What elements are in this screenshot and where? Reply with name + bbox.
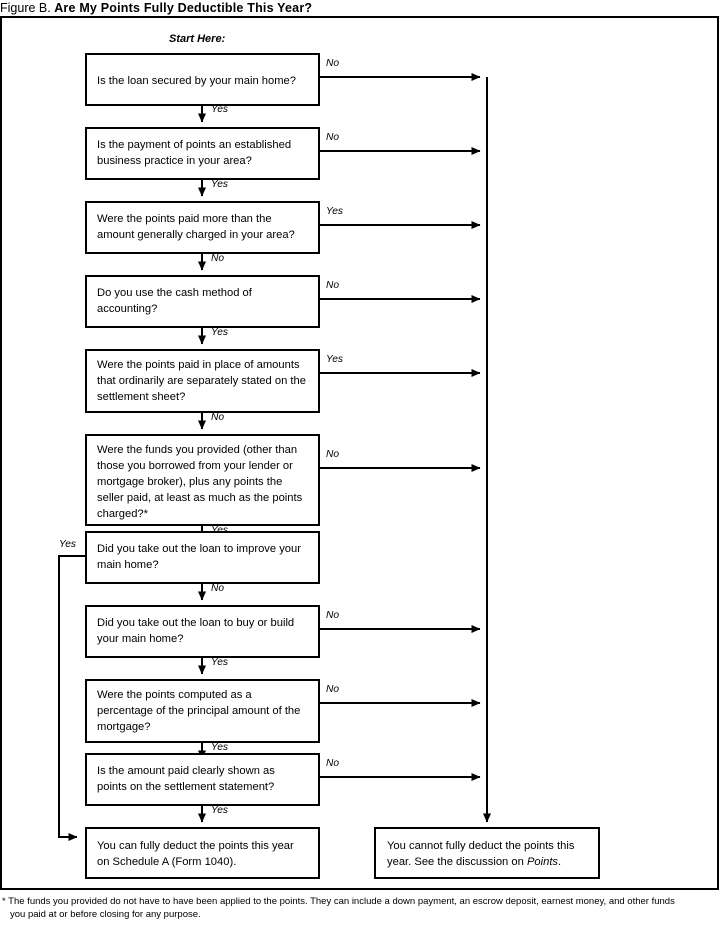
q3-line-2: amount generally charged in your area? — [97, 229, 295, 241]
outcome-box-not-deductible[interactable] — [374, 827, 600, 879]
decision-box-q2[interactable] — [85, 127, 320, 180]
q5-yes-label: Yes — [326, 354, 343, 365]
outcome-not-deductible-line-2b: . — [558, 856, 561, 868]
decision-box-q7[interactable] — [85, 531, 320, 584]
q4-yes-label: Yes — [211, 327, 228, 338]
decision-box-q10[interactable] — [85, 753, 320, 806]
q5-line-2: that ordinarily are separately stated on… — [97, 375, 306, 387]
footnote: * The funds you provided do not have to … — [2, 896, 718, 921]
figure-title-prefix: Figure B. — [0, 1, 51, 15]
decision-box-q8[interactable] — [85, 605, 320, 658]
q4-line-2: accounting? — [97, 303, 157, 315]
outcome-not-deductible-line-2: year. See the discussion on Points. — [387, 856, 561, 868]
q3-line-1: Were the points paid more than the — [97, 213, 272, 225]
decision-box-q9[interactable] — [85, 679, 320, 743]
q5-no-label: No — [211, 412, 224, 423]
q5-line-3: settlement sheet? — [97, 391, 185, 403]
q6-line-5: charged?* — [97, 508, 149, 520]
outcome-not-deductible-points-ref: Points — [527, 856, 558, 868]
q7-line-1: Did you take out the loan to improve you… — [97, 543, 301, 555]
q1-line-1: Is the loan secured by your main home? — [97, 75, 296, 87]
q6-yes-label: Yes — [211, 525, 228, 536]
outcome-deductible-line-2: on Schedule A (Form 1040). — [97, 856, 236, 868]
q2-no-label: No — [326, 132, 339, 143]
q7-no-label: No — [211, 583, 224, 594]
q4-line-1: Do you use the cash method of — [97, 287, 253, 299]
connector-q7-yes — [58, 555, 86, 841]
start-here-label: Start Here: — [169, 33, 226, 45]
q8-no-label: No — [326, 610, 339, 621]
outcome-box-deductible[interactable] — [85, 827, 320, 879]
q9-line-3: mortgage? — [97, 721, 151, 733]
q2-line-2: business practice in your area? — [97, 155, 252, 167]
q6-line-3: mortgage broker), plus any points the — [97, 476, 282, 488]
q6-line-2: those you borrowed from your lender or — [97, 460, 293, 472]
outcome-deductible-line-1: You can fully deduct the points this yea… — [97, 840, 294, 852]
q8-line-2: your main home? — [97, 633, 183, 645]
decision-box-q1[interactable] — [85, 53, 320, 106]
q2-line-1: Is the payment of points an established — [97, 139, 291, 151]
outcome-not-deductible-line-1: You cannot fully deduct the points this — [387, 840, 575, 852]
footnote-line-1: * The funds you provided do not have to … — [2, 896, 675, 907]
q7-yes-label: Yes — [59, 539, 76, 550]
flowchart-frame: Start Here: Is the loan secured by your … — [0, 16, 719, 890]
q6-no-label: No — [326, 449, 339, 460]
q8-yes-label: Yes — [211, 657, 228, 668]
q6-line-1: Were the funds you provided (other than — [97, 444, 297, 456]
q10-yes-label: Yes — [211, 805, 228, 816]
figure-title-text: Are My Points Fully Deductible This Year… — [54, 1, 313, 15]
q10-no-label: No — [326, 758, 339, 769]
flowchart-canvas: Start Here: Is the loan secured by your … — [58, 33, 600, 879]
q9-yes-label: Yes — [211, 742, 228, 753]
outcome-not-deductible-line-2a: year. See the discussion on — [387, 856, 527, 868]
q8-line-1: Did you take out the loan to buy or buil… — [97, 617, 294, 629]
q10-line-2: points on the settlement statement? — [97, 781, 274, 793]
q9-line-2: percentage of the principal amount of th… — [97, 705, 300, 717]
q3-no-label: No — [211, 253, 224, 264]
figure-title: Figure B. Are My Points Fully Deductible… — [0, 0, 721, 16]
q9-line-1: Were the points computed as a — [97, 689, 252, 701]
decision-box-q3[interactable] — [85, 201, 320, 254]
q1-no-label: No — [326, 58, 339, 69]
q9-no-label: No — [326, 684, 339, 695]
q5-line-1: Were the points paid in place of amounts — [97, 359, 300, 371]
q2-yes-label: Yes — [211, 179, 228, 190]
q3-yes-label: Yes — [326, 206, 343, 217]
decision-box-q4[interactable] — [85, 275, 320, 328]
q6-line-4: seller paid, at least as much as the poi… — [97, 492, 303, 504]
footnote-line-2: you paid at or before closing for any pu… — [10, 908, 201, 920]
q10-line-1: Is the amount paid clearly shown as — [97, 765, 275, 777]
q1-yes-label: Yes — [211, 104, 228, 115]
q4-no-label: No — [326, 280, 339, 291]
q7-line-2: main home? — [97, 559, 159, 571]
